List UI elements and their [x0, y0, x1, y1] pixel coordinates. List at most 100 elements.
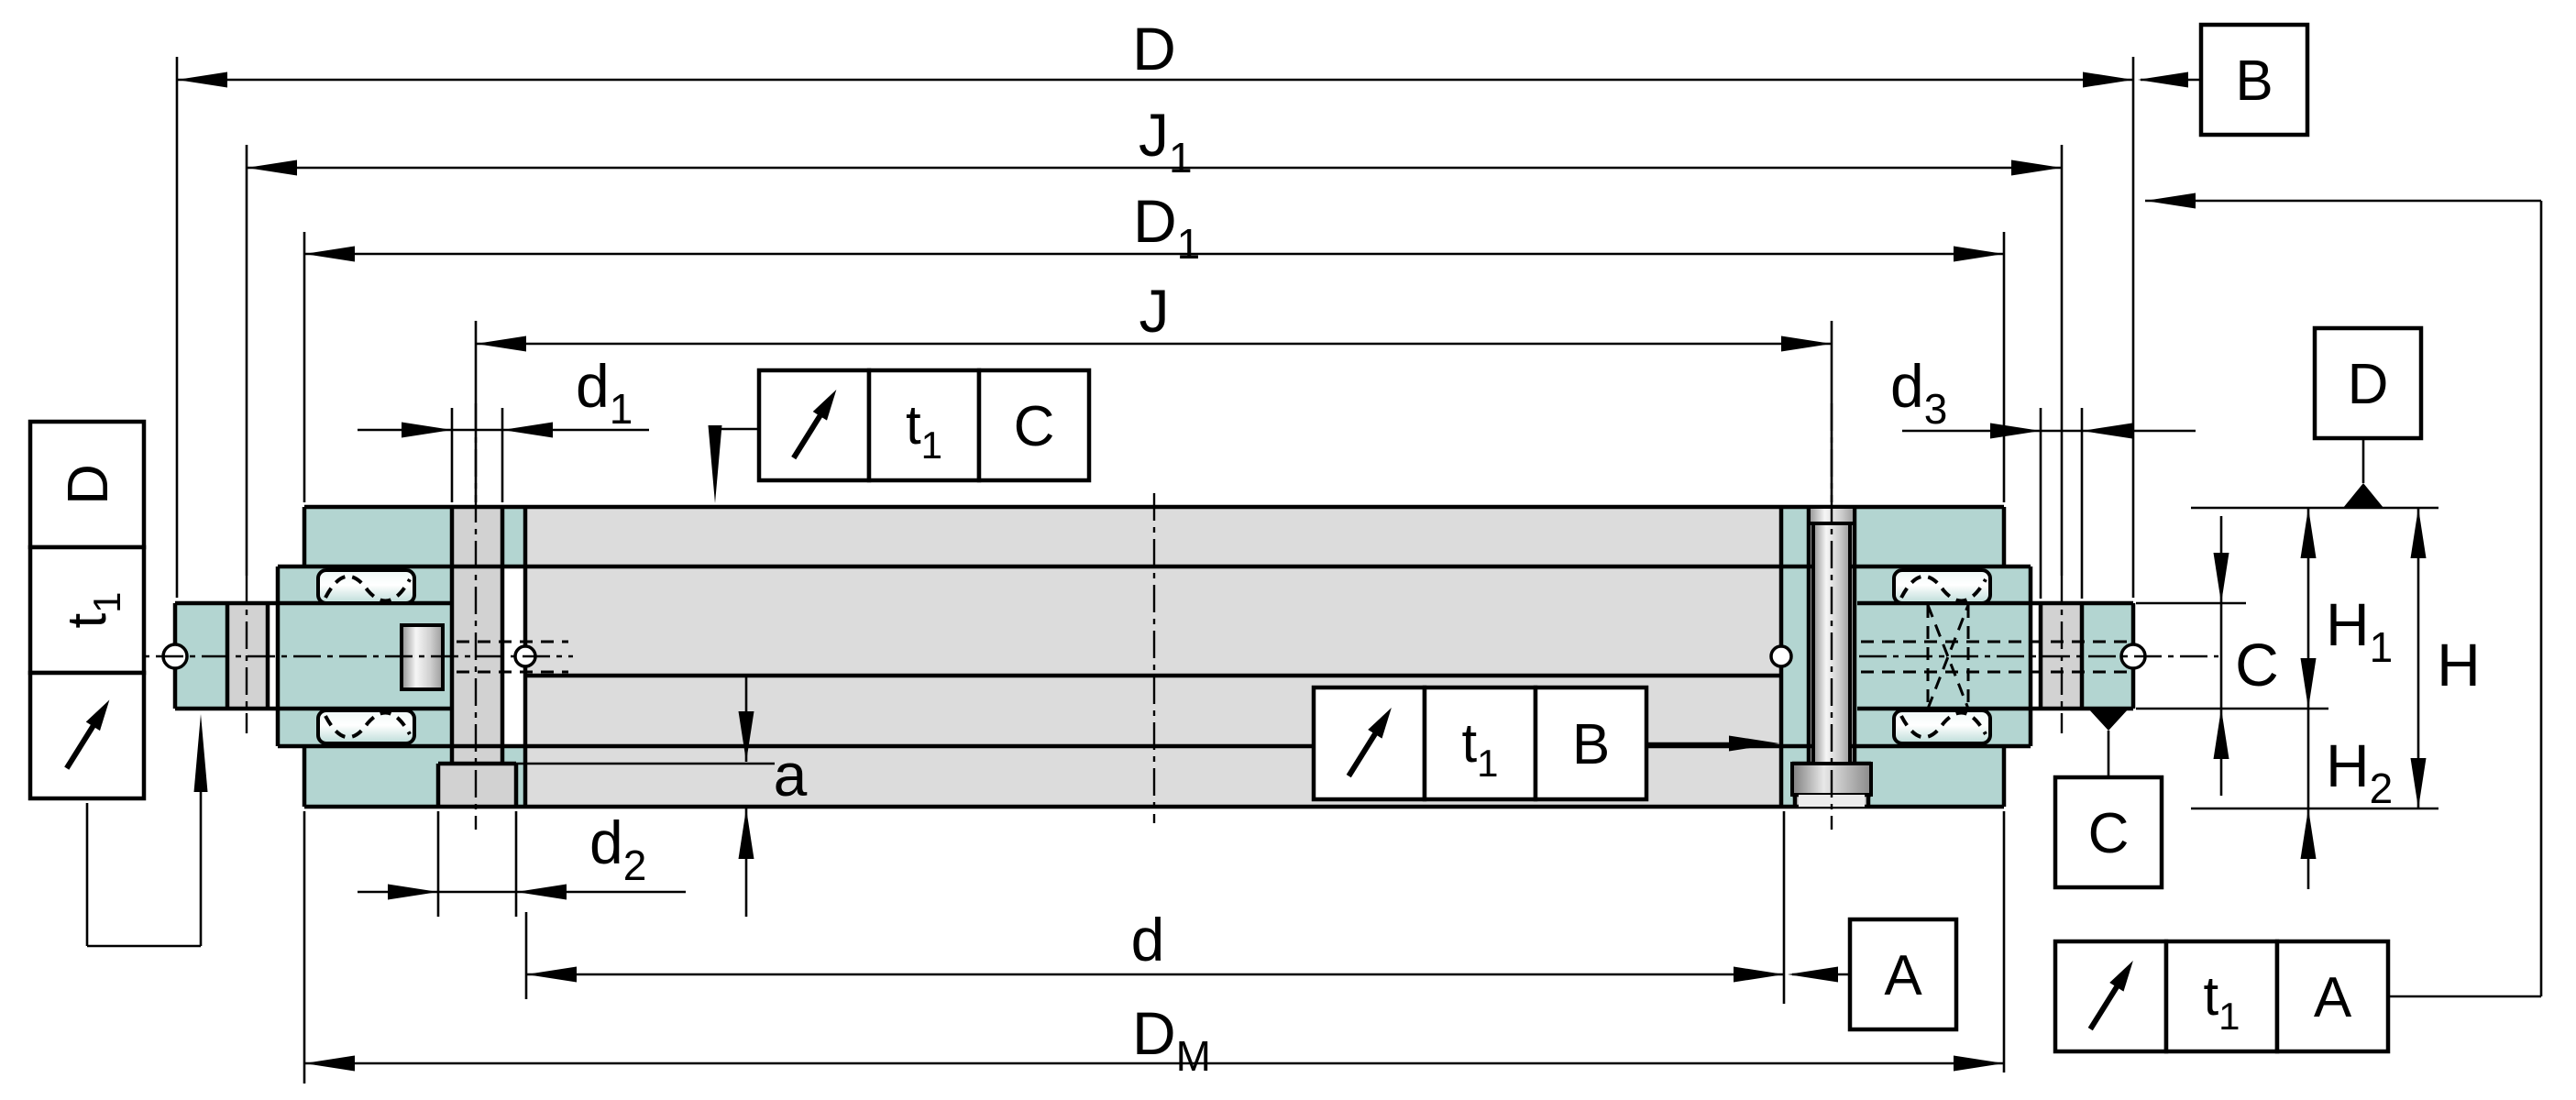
- arrowhead: [2011, 160, 2062, 176]
- arrowhead: [2138, 72, 2188, 88]
- datum-triangle: [2088, 709, 2129, 731]
- fcf-top: t1 C: [756, 368, 1092, 483]
- datum-box-C: C: [2053, 709, 2164, 890]
- fcf-cell: [1533, 685, 1649, 802]
- arrowhead: [247, 160, 297, 176]
- arrowhead: [2083, 72, 2133, 88]
- fcf-a: t1 A: [2053, 939, 2391, 1054]
- roller: [1892, 568, 1992, 605]
- arrowhead: [1954, 246, 2004, 262]
- datum-rect: [2053, 775, 2164, 890]
- arrowhead: [1734, 966, 1784, 983]
- arrowhead: [1781, 336, 1832, 352]
- datum-letter: B: [2235, 50, 2273, 113]
- fcf-left: Dt1: [28, 419, 147, 801]
- fcf-cell: [2274, 939, 2391, 1054]
- datum-reference-letter: B: [1572, 713, 1610, 776]
- arrowhead: [304, 246, 355, 262]
- datum-boxes: B D C A: [1847, 22, 2424, 1032]
- dim-label-a: a: [774, 741, 808, 808]
- arrowhead: [2410, 508, 2427, 558]
- arrowhead: [2300, 658, 2317, 709]
- hidden-edge: [1926, 604, 1970, 710]
- circular-runout-icon: [791, 389, 837, 460]
- dim-label-H: H: [2437, 631, 2481, 698]
- arrowhead: [2410, 758, 2427, 808]
- arrowhead: [1788, 966, 1838, 983]
- datum-letter: C: [2088, 802, 2130, 865]
- arrowhead: [2213, 709, 2229, 759]
- split-groove: [1769, 644, 1793, 668]
- tolerance-value-t1: t1: [2203, 965, 2240, 1038]
- arrowhead: [738, 808, 754, 859]
- circular-runout-icon: [2087, 960, 2133, 1031]
- arrowhead: [476, 336, 526, 352]
- bolt-hole: [452, 507, 502, 764]
- arrowhead: [738, 711, 754, 762]
- arrowhead: [2145, 192, 2196, 209]
- arrowhead: [708, 425, 722, 503]
- fcf-cell: [1422, 685, 1538, 802]
- datum-triangle: [2343, 483, 2383, 508]
- arrowhead: [2082, 423, 2132, 439]
- dimension-arrows: [177, 72, 2427, 1072]
- arrowhead: [2213, 553, 2229, 603]
- tolerance-value-t1: t1: [1461, 712, 1498, 785]
- datum-reference-letter: C: [1014, 395, 1055, 458]
- tolerance-value-t1: t1: [906, 394, 942, 467]
- roller: [316, 709, 416, 745]
- dim-label-J1: J1: [1139, 101, 1193, 182]
- datum-rect: [2312, 325, 2424, 441]
- arrowhead: [1954, 1055, 2004, 1072]
- roller-cage-dashed: [1899, 710, 1987, 740]
- roller-cage-dashed: [324, 574, 412, 603]
- circular-runout-icon: [1346, 707, 1392, 778]
- roller-cage-dashed: [324, 710, 412, 740]
- dim-label-H2: H2: [2326, 732, 2393, 812]
- datum-rect: [1847, 917, 1959, 1032]
- arrowhead: [1990, 423, 2041, 439]
- fcf-cell: [28, 419, 147, 550]
- arrowhead: [304, 1055, 355, 1072]
- datum-reference-letter: D: [57, 464, 120, 505]
- arrowhead: [177, 72, 227, 88]
- datum-letter: D: [2348, 353, 2389, 416]
- tolerance-value-t1: t1: [56, 591, 128, 628]
- dim-label-d2: d2: [589, 808, 646, 889]
- dim-label-DM: DM: [1132, 999, 1211, 1080]
- fcf-cell: [28, 544, 147, 676]
- datum-letter: A: [1884, 944, 1922, 1007]
- dim-label-d: d: [1131, 906, 1165, 974]
- roller-cage-dashed: [1899, 574, 1987, 603]
- roller: [316, 568, 416, 605]
- fcf-b: t1 B: [1311, 685, 1649, 802]
- datum-box-A: A: [1847, 917, 1959, 1032]
- circular-runout-icon: [64, 699, 110, 770]
- dim-label-H1: H1: [2326, 590, 2393, 671]
- roller: [1892, 709, 1992, 745]
- datum-box-B: B: [2198, 22, 2310, 138]
- hidden-edge: [1926, 604, 1970, 710]
- arrowhead: [402, 422, 452, 438]
- datum-rect: [2198, 22, 2310, 138]
- arrowhead: [388, 884, 438, 900]
- fcf-cell: [866, 368, 982, 483]
- dim-label-J: J: [1139, 277, 1170, 345]
- arrowhead: [502, 422, 553, 438]
- dim-label-d1: d1: [576, 352, 633, 433]
- dim-label-D1: D1: [1133, 187, 1200, 268]
- datum-box-D: D: [2312, 325, 2424, 508]
- datum-reference-letter: A: [2314, 966, 2352, 1029]
- fcf-cell: [976, 368, 1092, 483]
- fcf-cell: [2053, 939, 2169, 1054]
- arrowhead: [2300, 508, 2317, 558]
- dim-label-D: D: [1132, 15, 1176, 82]
- arrowhead: [2300, 808, 2317, 859]
- arrowhead: [526, 966, 577, 983]
- dim-label-d3: d3: [1890, 352, 1947, 433]
- bolt-hole: [438, 764, 516, 807]
